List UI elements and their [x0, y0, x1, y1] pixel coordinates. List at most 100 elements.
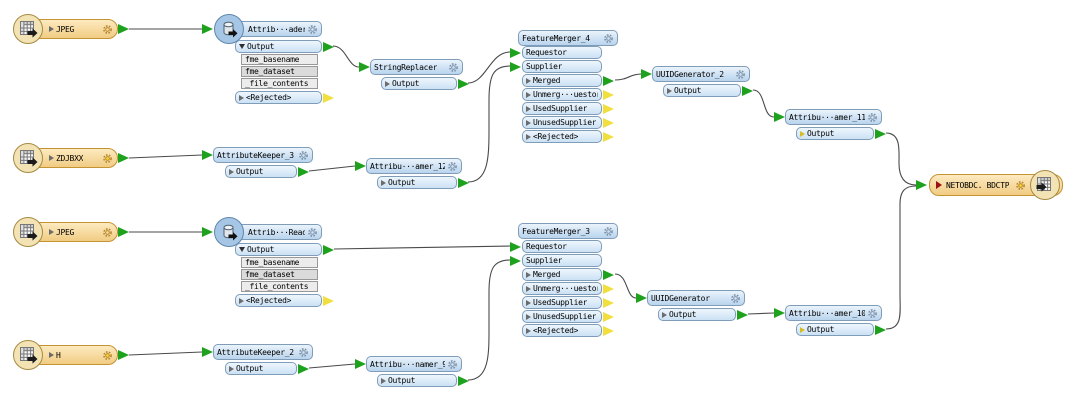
table-reader-icon[interactable] [13, 143, 43, 173]
expand-right-icon[interactable] [239, 297, 244, 304]
port-output-arrow[interactable] [298, 166, 309, 177]
gear-icon[interactable] [865, 112, 878, 123]
input-arrow[interactable] [202, 24, 213, 34]
table-reader-icon[interactable] [13, 217, 43, 247]
port-file-contents[interactable]: _file_contents [241, 281, 318, 292]
collapse-down-icon[interactable] [239, 44, 245, 49]
input-arrow[interactable] [916, 180, 927, 190]
input-arrow[interactable] [202, 227, 213, 237]
wire[interactable] [885, 185, 917, 330]
table-writer-icon[interactable] [1030, 170, 1060, 200]
expand-right-icon[interactable] [526, 271, 531, 278]
gear-icon[interactable] [601, 33, 614, 44]
port-supplier[interactable]: Supplier [522, 254, 602, 267]
node-attributekeeper-2[interactable]: AttributeKeeper_2 [213, 344, 313, 360]
input-arrow[interactable] [359, 62, 370, 72]
node-uuidgenerator[interactable]: UUIDGenerator [647, 290, 745, 306]
expand-right-icon[interactable] [526, 105, 531, 112]
output-arrow[interactable] [118, 24, 129, 34]
node-attributekeeper-3[interactable]: AttributeKeeper_3 [213, 147, 313, 163]
expand-right-icon[interactable] [49, 155, 54, 161]
port-output-arrow[interactable] [458, 375, 469, 386]
wire[interactable] [308, 363, 356, 369]
node-attributerenamer-12[interactable]: Attribu···amer_12 [366, 158, 462, 174]
expand-right-icon[interactable] [526, 299, 531, 306]
expand-right-icon[interactable] [526, 327, 531, 334]
expand-right-icon[interactable] [526, 77, 531, 84]
expand-right-icon[interactable] [49, 229, 54, 235]
input-arrow[interactable] [355, 161, 366, 171]
expand-right-icon[interactable] [239, 94, 244, 101]
gear-icon[interactable] [733, 69, 746, 80]
gear-icon[interactable] [445, 161, 458, 172]
port-output-arrow[interactable] [458, 78, 469, 89]
port-output[interactable]: Output [796, 323, 874, 336]
expand-right-icon[interactable] [526, 285, 531, 292]
expand-right-icon[interactable] [800, 326, 805, 333]
port-output-arrow[interactable] [603, 283, 614, 294]
gear-icon[interactable] [601, 226, 614, 237]
gear-icon[interactable] [100, 153, 113, 164]
gear-icon[interactable] [445, 359, 458, 370]
writer-feature-icon[interactable] [936, 181, 942, 189]
node-uuidgenerator-2[interactable]: UUIDGenerator_2 [652, 66, 750, 82]
node-attributerenamer-10[interactable]: Attribu···amer_10 [785, 305, 882, 321]
wire[interactable] [747, 312, 775, 315]
port-requestor[interactable]: Requestor [522, 46, 602, 59]
port-output[interactable]: Output [796, 127, 874, 140]
port-unusedsupplier[interactable]: UnusedSupplier [522, 310, 602, 323]
port-output-arrow[interactable] [458, 177, 469, 188]
expand-right-icon[interactable] [800, 130, 805, 137]
node-attributereader-2[interactable]: Attrib···ader_2 [230, 21, 322, 37]
port-output-arrow[interactable] [323, 244, 334, 255]
input-arrow[interactable] [641, 69, 652, 79]
expand-right-icon[interactable] [381, 179, 386, 186]
port-output-arrow[interactable] [742, 85, 753, 96]
wire[interactable] [467, 65, 511, 183]
port-output[interactable]: Output [381, 77, 457, 90]
wire[interactable] [332, 45, 360, 68]
port-requestor[interactable]: Requestor [522, 240, 602, 253]
input-arrow[interactable] [355, 359, 366, 369]
input-arrow[interactable] [202, 150, 213, 160]
port-rejected[interactable]: <Rejected> [235, 91, 322, 104]
port-input-arrow[interactable] [510, 47, 521, 58]
gear-icon[interactable] [1013, 180, 1026, 191]
gear-icon[interactable] [865, 308, 878, 319]
collapse-down-icon[interactable] [239, 247, 245, 252]
port-supplier[interactable]: Supplier [522, 60, 602, 73]
port-fme-dataset[interactable]: fme_dataset [241, 269, 318, 280]
port-output-arrow[interactable] [603, 325, 614, 336]
port-file-contents[interactable]: _file_contents [241, 78, 318, 89]
expand-right-icon[interactable] [49, 26, 54, 32]
node-attributerenamer-11[interactable]: Attribu···amer_11 [785, 109, 882, 125]
wire[interactable] [128, 351, 203, 356]
port-input-arrow[interactable] [510, 61, 521, 72]
port-unusedsupplier[interactable]: UnusedSupplier [522, 116, 602, 129]
port-output[interactable]: Output [377, 176, 457, 189]
wire[interactable] [308, 165, 356, 172]
port-output-arrow[interactable] [603, 131, 614, 142]
wire[interactable] [467, 51, 511, 84]
port-usedsupplier[interactable]: UsedSupplier [522, 296, 602, 309]
port-output-arrow[interactable] [603, 117, 614, 128]
output-arrow[interactable] [118, 153, 129, 163]
port-rejected[interactable]: <Rejected> [522, 324, 602, 337]
gear-icon[interactable] [305, 24, 318, 35]
port-output-arrow[interactable] [323, 41, 334, 52]
port-fme-basename[interactable]: fme_basename [241, 54, 318, 65]
port-merged[interactable]: Merged [522, 74, 602, 87]
input-arrow[interactable] [202, 347, 213, 357]
port-fme-basename[interactable]: fme_basename [241, 257, 318, 268]
port-output-arrow[interactable] [298, 363, 309, 374]
database-icon[interactable] [214, 14, 244, 44]
gear-icon[interactable] [446, 62, 459, 73]
output-arrow[interactable] [118, 350, 129, 360]
port-output-arrow[interactable] [603, 297, 614, 308]
wire[interactable] [614, 273, 637, 299]
gear-icon[interactable] [728, 293, 741, 304]
expand-right-icon[interactable] [662, 311, 667, 318]
port-output[interactable]: Output [225, 165, 297, 178]
gear-icon[interactable] [100, 350, 113, 361]
port-output[interactable]: Output [235, 40, 322, 53]
